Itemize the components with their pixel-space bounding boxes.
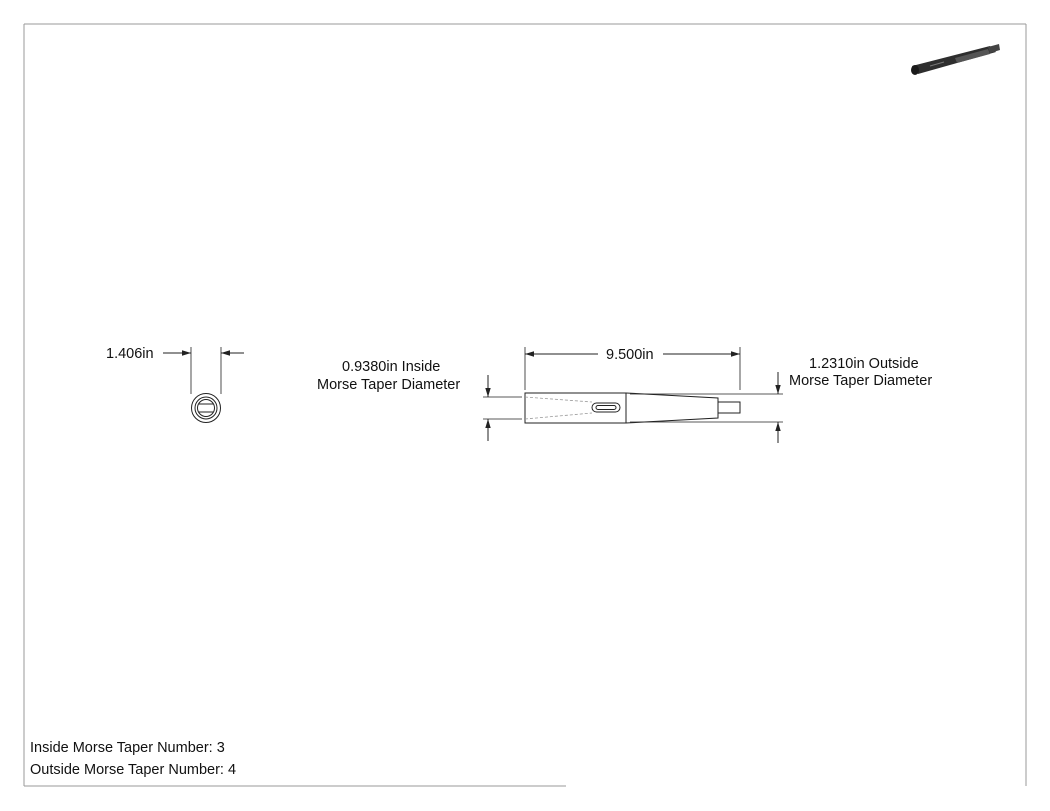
- inside-diameter-dimension: [483, 375, 522, 441]
- inside-diameter-label-line2: Morse Taper Diameter: [317, 377, 460, 393]
- inside-diameter-label-line1: 0.9380in Inside: [342, 359, 440, 375]
- overall-length-label: 9.500in: [606, 347, 654, 363]
- end-view-diameter-label: 1.406in: [106, 346, 154, 362]
- outside-taper-note: Outside Morse Taper Number: 4: [30, 762, 237, 778]
- sheet-border: [23, 23, 1027, 787]
- end-view: [163, 347, 244, 423]
- side-view: [524, 392, 741, 424]
- inside-taper-note: Inside Morse Taper Number: 3: [30, 740, 225, 756]
- outside-diameter-dimension: [630, 372, 783, 443]
- length-dimension: [524, 347, 741, 390]
- outside-diameter-label-line2: Morse Taper Diameter: [789, 373, 932, 389]
- isometric-preview: [911, 44, 1000, 75]
- outside-diameter-label-line1: 1.2310in Outside: [809, 356, 919, 372]
